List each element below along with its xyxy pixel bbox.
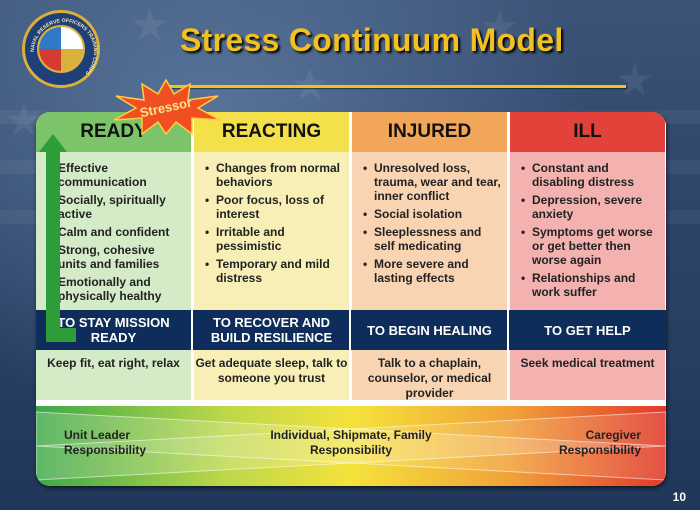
list-item: Changes from normal behaviors [205,161,343,189]
responsibility-center: Individual, Shipmate, Family Responsibil… [270,428,432,457]
list-item: Socially, spiritually active [47,193,185,221]
list-item: Emotionally and physically healthy [47,275,185,303]
list-item: Social isolation [363,207,501,221]
page-title: Stress Continuum Model [180,22,564,58]
column-body-reacting: Changes from normal behaviors Poor focus… [194,152,349,310]
column-body-ready: Effective communication Socially, spirit… [36,152,191,310]
column-body-ill: Constant and disabling distress Depressi… [510,152,665,310]
column-body-injured: Unresolved loss, trauma, wear and tear, … [352,152,507,310]
responsibility-right: Caregiver Responsibility [558,428,641,457]
responsibility-band: Unit Leader Responsibility Individual, S… [36,406,666,486]
list-item: Poor focus, loss of interest [205,193,343,221]
goal-ready: TO STAY MISSION READY [57,315,170,345]
goal-ill: TO GET HELP [544,322,631,338]
column-header-injured: INJURED [352,112,507,152]
column-divider [507,112,509,400]
list-item: Temporary and mild distress [205,257,343,285]
star-icon: ★ [615,55,655,106]
action-reacting: Get adequate sleep, talk to someone you … [194,350,349,400]
column-divider [349,112,351,400]
page-number: 10 [672,490,686,504]
action-injured: Talk to a chaplain, counselor, or medica… [352,350,507,400]
column-divider [191,112,193,400]
list-item: More severe and lasting effects [363,257,501,285]
list-item: Symptoms get worse or get better then wo… [521,225,659,267]
goal-injured: TO BEGIN HEALING [367,322,492,338]
continuum-panel: READY Effective communication Socially, … [36,112,666,486]
list-item: Strong, cohesive units and families [47,243,185,271]
column-header-ill: ILL [510,112,665,152]
list-item: Relationships and work suffer [521,271,659,299]
responsibility-wedges [36,411,666,481]
list-item: Irritable and pessimistic [205,225,343,253]
list-item: Depression, severe anxiety [521,193,659,221]
list-item: Unresolved loss, trauma, wear and tear, … [363,161,501,203]
list-item: Effective communication [47,161,185,189]
svg-text:NAVAL RESERVE OFFICERS TRAININ: NAVAL RESERVE OFFICERS TRAINING CORPS [30,18,98,76]
arrow-up-icon [39,134,67,152]
list-item: Sleeplessness and self medicating [363,225,501,253]
title-underline [168,85,626,88]
responsibility-left: Unit Leader Responsibility [64,428,147,457]
action-ill: Seek medical treatment [510,350,665,400]
column-header-reacting: REACTING [194,112,349,152]
return-arrow [46,147,60,342]
goal-reacting: TO RECOVER AND BUILD RESILIENCE [210,315,333,345]
action-ready: Keep fit, eat right, relax [36,350,191,400]
list-item: Constant and disabling distress [521,161,659,189]
goal-band [36,310,666,350]
nrotc-seal-logo: NAVAL RESERVE OFFICERS TRAINING CORPS [22,10,100,88]
return-arrow-tail [46,328,76,342]
star-icon: ★ [130,0,170,51]
list-item: Calm and confident [47,225,185,239]
star-icon: ★ [480,2,520,53]
stressor-burst: Stressor [113,78,221,136]
